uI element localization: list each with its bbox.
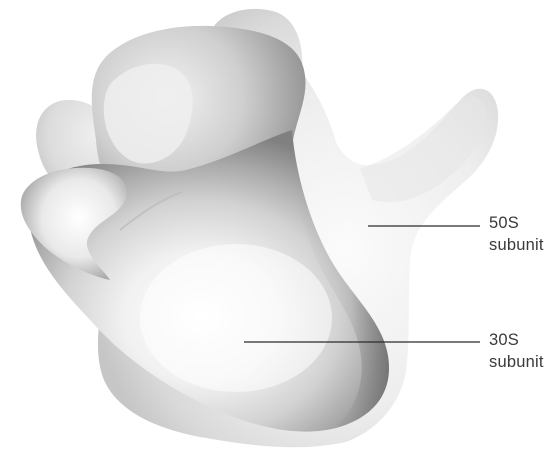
small-subunit-label-word: subunit — [489, 351, 544, 373]
large-subunit-label-name: 50S — [489, 212, 544, 234]
large-subunit-stalk — [360, 96, 486, 202]
small-subunit-label: 30S subunit — [489, 329, 544, 373]
small-subunit-label-name: 30S — [489, 329, 544, 351]
large-subunit-label-word: subunit — [489, 234, 544, 256]
small-subunit-core-highlight — [140, 244, 332, 392]
large-subunit-label: 50S subunit — [489, 212, 544, 256]
